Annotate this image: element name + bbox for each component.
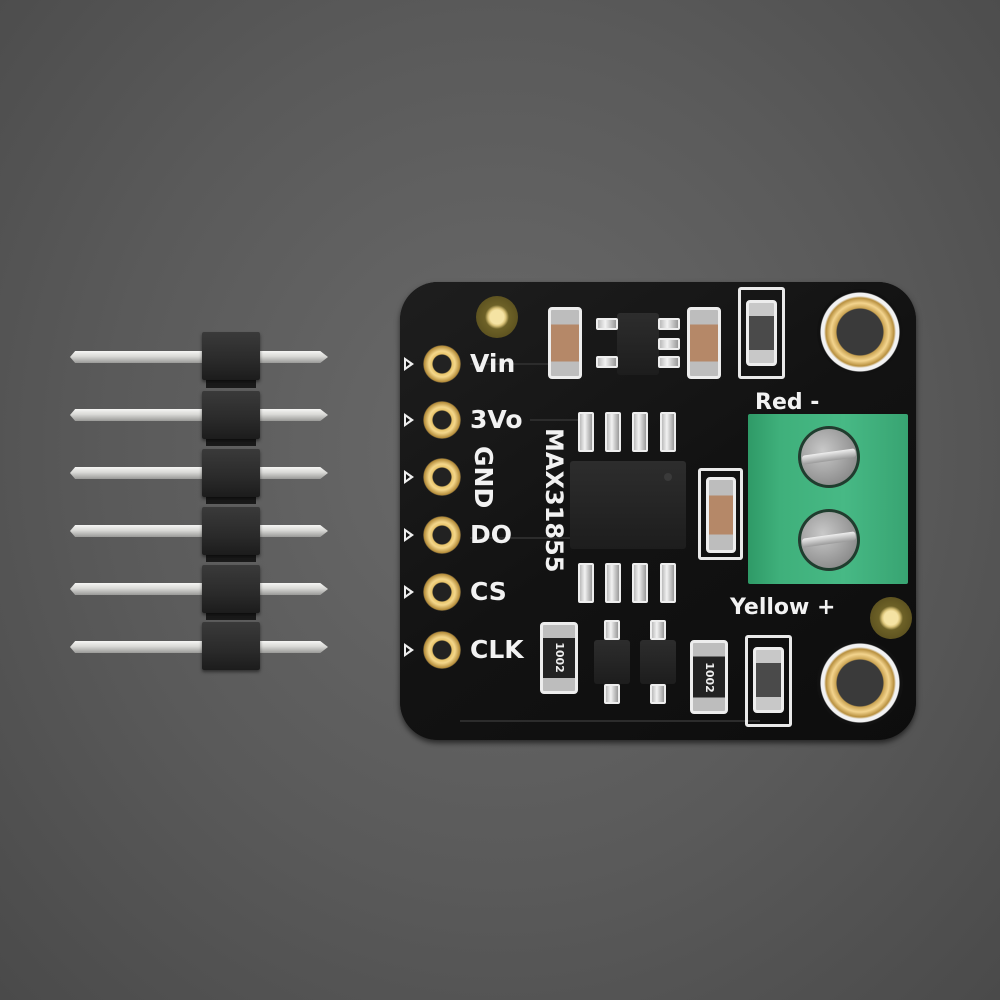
regulator-lead (658, 338, 680, 350)
trace (470, 363, 580, 365)
header-divider (206, 436, 256, 446)
resistor: 1002 (540, 622, 578, 694)
chip-lead (578, 563, 594, 603)
header-plastic-block (202, 622, 260, 670)
pin-direction-arrow (404, 357, 414, 371)
resistor-marking: 1002 (702, 662, 716, 693)
mounting-hole (817, 640, 903, 726)
header-divider (206, 610, 256, 620)
fiducial-marker (476, 296, 518, 338)
capacitor (706, 477, 736, 553)
pin-direction-arrow (404, 585, 414, 599)
pin-direction-arrow (404, 470, 414, 484)
pin-pad (423, 631, 461, 669)
chip-lead (660, 412, 676, 452)
header-plastic-block (202, 565, 260, 613)
screw-terminal-top[interactable] (798, 426, 860, 488)
ferrite-bead (746, 300, 777, 366)
capacitor (687, 307, 721, 379)
screw-terminal-block (748, 414, 908, 584)
screw-terminal-bottom[interactable] (798, 509, 860, 571)
pin-pad (423, 516, 461, 554)
pin-direction-arrow (404, 643, 414, 657)
header-plastic-block (202, 332, 260, 380)
header-divider (206, 494, 256, 504)
header-plastic-block (202, 391, 260, 439)
pin-label: Vin (470, 349, 516, 378)
capacitor (548, 307, 582, 379)
regulator-lead (658, 318, 680, 330)
chip-lead (605, 563, 621, 603)
trace (530, 419, 580, 421)
chip-lead (605, 412, 621, 452)
chip-lead (660, 563, 676, 603)
header-divider (206, 552, 256, 562)
pin-label: CS (470, 577, 507, 606)
pin-pad (423, 458, 461, 496)
component-outline (745, 635, 792, 727)
header-pin (70, 409, 328, 421)
terminal-label-yellow: Yellow + (730, 595, 836, 620)
trace (470, 537, 580, 539)
pin-pad (423, 345, 461, 383)
pin-pad (423, 401, 461, 439)
regulator-lead (658, 356, 680, 368)
pin-label: 3Vo (470, 405, 523, 434)
header-pin (70, 351, 328, 363)
header-plastic-block (202, 507, 260, 555)
regulator-lead (596, 318, 618, 330)
pin-direction-arrow (404, 528, 414, 542)
chip-lead (632, 412, 648, 452)
pin-pad (423, 573, 461, 611)
header-pin (70, 583, 328, 595)
chip-body (570, 461, 686, 549)
header-divider (206, 378, 256, 388)
regulator-body (617, 313, 659, 375)
pin-direction-arrow (404, 413, 414, 427)
ferrite-bead (753, 647, 784, 713)
header-pin (70, 525, 328, 537)
chip-lead (632, 563, 648, 603)
resistor: 1002 (690, 640, 728, 714)
header-plastic-block (202, 449, 260, 497)
chip-lead (578, 412, 594, 452)
trace (460, 720, 760, 722)
mounting-hole (817, 289, 903, 375)
header-pin (70, 641, 328, 653)
pin-label: GND (469, 446, 498, 509)
header-pin (70, 467, 328, 479)
component-outline (698, 468, 743, 560)
pin-label: CLK (470, 635, 524, 664)
chip-silkscreen-label: MAX31855 (540, 428, 568, 573)
terminal-label-red: Red - (755, 390, 820, 415)
regulator-lead (596, 356, 618, 368)
component-outline (738, 287, 785, 379)
resistor-marking: 1002 (552, 642, 566, 673)
pin-label: DO (470, 520, 513, 549)
fiducial-marker (870, 597, 912, 639)
